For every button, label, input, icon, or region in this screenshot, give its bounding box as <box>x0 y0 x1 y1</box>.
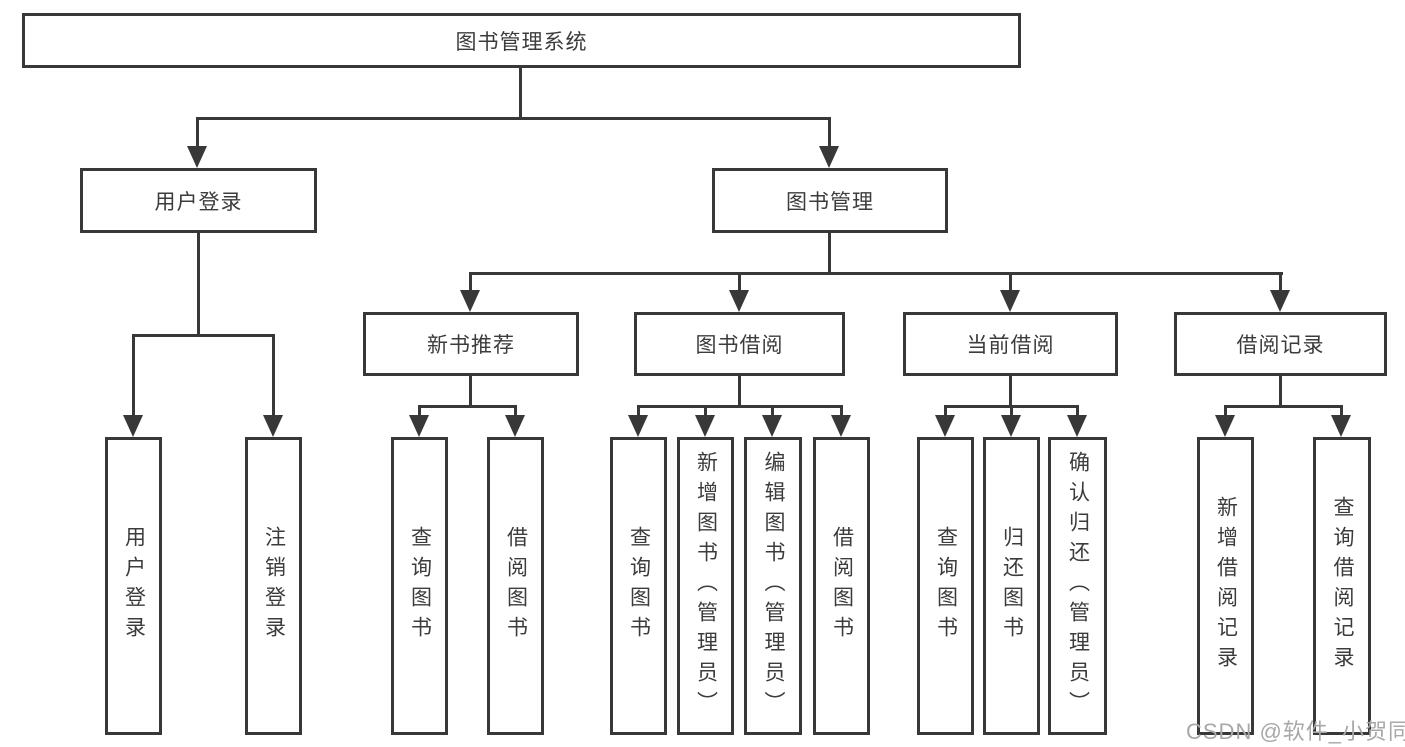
connector-line <box>637 405 640 419</box>
arrowhead-icon <box>187 146 207 168</box>
leaf-query-books-current: 查询图书 <box>917 437 974 735</box>
leaf-add-borrow-record-label: 新增借阅记录 <box>1214 496 1238 676</box>
leaf-query-books-borrowing: 查询图书 <box>610 437 667 735</box>
arrowhead-icon <box>935 415 955 437</box>
leaf-return-book: 归还图书 <box>983 437 1040 735</box>
node-root-label: 图书管理系统 <box>455 30 588 54</box>
leaf-edit-book-admin: 编辑图书（管理员） <box>744 437 802 735</box>
connector-line <box>418 405 517 408</box>
connector-line <box>738 272 741 294</box>
arrowhead-icon <box>1001 415 1021 437</box>
connector-line <box>418 405 421 419</box>
leaf-borrow-books-recommend-label: 借阅图书 <box>504 526 528 646</box>
arrowhead-icon <box>1215 415 1235 437</box>
leaf-query-borrow-record: 查询借阅记录 <box>1313 437 1371 735</box>
arrowhead-icon <box>1067 415 1087 437</box>
leaf-query-borrow-record-label: 查询借阅记录 <box>1331 496 1355 676</box>
connector-line <box>1010 405 1013 419</box>
connector-line <box>272 334 275 418</box>
connector-line <box>1340 405 1343 419</box>
leaf-user-login-label: 用户登录 <box>122 526 146 646</box>
connector-line <box>196 117 199 149</box>
arrowhead-icon <box>1270 290 1290 312</box>
leaf-user-login: 用户登录 <box>105 437 162 735</box>
node-book-borrowing-label: 图书借阅 <box>695 334 784 357</box>
arrowhead-icon <box>409 415 429 437</box>
connector-line <box>132 334 275 337</box>
leaf-edit-book-admin-label: 编辑图书（管理员） <box>762 451 786 721</box>
connector-line <box>828 231 831 275</box>
connector-line <box>514 405 517 419</box>
arrowhead-icon <box>695 415 715 437</box>
arrowhead-icon <box>831 415 851 437</box>
leaf-query-books-borrowing-label: 查询图书 <box>627 526 651 646</box>
node-root: 图书管理系统 <box>22 13 1021 68</box>
connector-line <box>196 117 831 120</box>
connector-line <box>828 117 831 149</box>
connector-line <box>1279 272 1282 294</box>
arrowhead-icon <box>505 415 525 437</box>
connector-line <box>469 272 472 294</box>
arrowhead-icon <box>263 415 283 437</box>
leaf-add-book-admin: 新增图书（管理员） <box>677 437 734 735</box>
connector-line <box>1224 405 1227 419</box>
leaf-logout-label: 注销登录 <box>262 526 286 646</box>
arrowhead-icon <box>628 415 648 437</box>
leaf-confirm-return-admin-label: 确认归还（管理员） <box>1066 451 1090 721</box>
leaf-confirm-return-admin: 确认归还（管理员） <box>1048 437 1107 735</box>
node-borrowing-records-label: 借阅记录 <box>1236 334 1325 357</box>
leaf-borrow-books-borrowing-label: 借阅图书 <box>830 526 854 646</box>
connector-line <box>197 231 200 337</box>
connector-line <box>840 405 843 419</box>
node-book-management: 图书管理 <box>712 168 948 233</box>
leaf-logout: 注销登录 <box>245 437 302 735</box>
leaf-add-borrow-record: 新增借阅记录 <box>1197 437 1254 735</box>
arrowhead-icon <box>1000 290 1020 312</box>
connector-line <box>738 373 741 408</box>
arrowhead-icon <box>1331 415 1351 437</box>
node-book-management-label: 图书管理 <box>786 190 874 214</box>
node-user-login: 用户登录 <box>80 168 317 233</box>
arrowhead-icon <box>460 290 480 312</box>
leaf-query-books-recommend-label: 查询图书 <box>408 526 432 646</box>
leaf-borrow-books-recommend: 借阅图书 <box>487 437 544 735</box>
node-book-borrowing: 图书借阅 <box>634 312 845 376</box>
leaf-return-book-label: 归还图书 <box>1000 526 1024 646</box>
arrowhead-icon <box>762 415 782 437</box>
leaf-borrow-books-borrowing: 借阅图书 <box>813 437 870 735</box>
connector-line <box>1009 373 1012 408</box>
connector-line <box>1224 405 1343 408</box>
connector-line <box>771 405 774 419</box>
connector-line <box>1279 373 1282 408</box>
connector-line <box>704 405 707 419</box>
csdn-watermark: CSDN @软件_小贺同学 <box>1186 719 1405 744</box>
connector-line <box>637 405 843 408</box>
leaf-query-books-recommend: 查询图书 <box>391 437 448 735</box>
connector-line <box>469 272 1283 275</box>
node-current-borrowing: 当前借阅 <box>903 312 1118 376</box>
arrowhead-icon <box>819 146 839 168</box>
connector-line <box>519 66 522 119</box>
node-new-book-recommend-label: 新书推荐 <box>427 334 515 357</box>
leaf-add-book-admin-label: 新增图书（管理员） <box>694 451 718 721</box>
connector-line <box>1009 272 1012 294</box>
node-user-login-label: 用户登录 <box>154 190 243 214</box>
arrowhead-icon <box>729 290 749 312</box>
connector-line <box>469 373 472 408</box>
connector-line <box>1076 405 1079 419</box>
arrowhead-icon <box>123 415 143 437</box>
connector-line <box>132 334 135 418</box>
leaf-query-books-current-label: 查询图书 <box>934 526 958 646</box>
node-current-borrowing-label: 当前借阅 <box>966 334 1055 357</box>
connector-line <box>944 405 947 419</box>
node-new-book-recommend: 新书推荐 <box>363 312 579 376</box>
node-borrowing-records: 借阅记录 <box>1174 312 1387 376</box>
